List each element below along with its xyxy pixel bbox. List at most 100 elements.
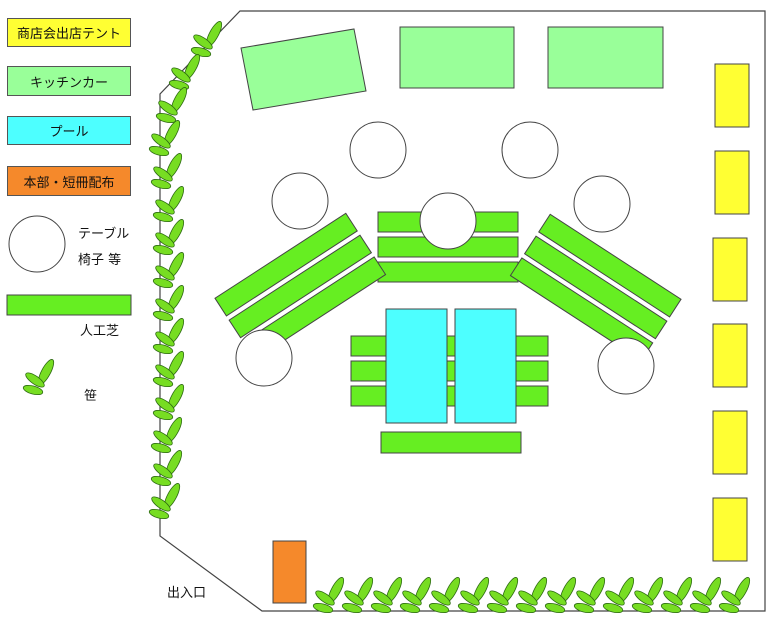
bamboo-leaf	[193, 34, 213, 50]
table	[271, 172, 329, 230]
legend-hq-label: 本部・短冊配布	[23, 175, 115, 191]
bamboo-leaf	[692, 590, 712, 606]
bamboo-leaf	[158, 100, 178, 116]
legend-tent-label: 商店会出店テント	[16, 27, 121, 42]
bamboo-leaf	[171, 67, 191, 83]
bamboo-leaf	[155, 265, 175, 281]
bamboo-leaf	[315, 590, 335, 606]
shop-tent	[714, 63, 750, 128]
bamboo-leaf	[341, 602, 363, 614]
bamboo-leaf	[152, 244, 174, 256]
turf-strip	[228, 234, 373, 339]
legend-kitchen-label: キッチンカー	[29, 75, 108, 91]
bamboo-leaf	[663, 590, 683, 606]
shop-tent	[712, 237, 748, 302]
bamboo-leaf	[150, 442, 172, 454]
bamboo-leaf	[605, 590, 625, 606]
shop-tent-row	[712, 63, 750, 562]
table-group	[235, 121, 655, 395]
bamboo-leaf	[634, 590, 654, 606]
bamboo-leaf	[573, 602, 595, 614]
pool-area	[385, 308, 517, 424]
bamboo-leaf	[152, 409, 174, 421]
legend-pool: プール	[7, 116, 131, 145]
kitchen-car	[399, 26, 515, 89]
bamboo-leaf	[576, 590, 596, 606]
table	[235, 329, 293, 387]
bamboo-leaf	[153, 463, 173, 479]
legend-kitchen: キッチンカー	[7, 66, 131, 96]
bamboo-leaf	[152, 310, 174, 322]
turf-strip	[350, 335, 549, 357]
shop-tent	[714, 150, 750, 215]
bamboo-leaf	[155, 298, 175, 314]
turf-strip	[350, 385, 549, 407]
shop-tent	[712, 323, 748, 388]
bamboo-leaf	[428, 602, 450, 614]
bamboo-leaf	[151, 133, 171, 149]
bamboo-leaf	[152, 211, 174, 223]
shop-tent	[712, 410, 748, 475]
legend-table-swatch	[8, 215, 66, 273]
turf-strip	[538, 213, 682, 318]
pool	[385, 308, 448, 424]
turf-strip	[377, 261, 519, 283]
entrance-label: 出入口	[167, 586, 207, 601]
hq-booth	[272, 540, 307, 604]
bamboo-leaf	[370, 602, 392, 614]
bamboo-leaf	[631, 602, 653, 614]
table	[349, 121, 407, 179]
table	[597, 337, 655, 395]
bamboo-leaf	[152, 343, 174, 355]
legend-bamboo-label: 笹	[84, 389, 98, 404]
bamboo-leaf	[457, 602, 479, 614]
bamboo-leaf	[155, 232, 175, 248]
bamboo-leaf	[660, 602, 682, 614]
bamboo-leaf	[431, 590, 451, 606]
bamboo-leaf	[518, 590, 538, 606]
pool	[454, 308, 517, 424]
table	[501, 121, 559, 179]
bamboo-leaf	[148, 508, 170, 520]
bamboo-leaf	[155, 199, 175, 215]
bamboo-layer	[22, 21, 751, 614]
bamboo-leaf	[544, 602, 566, 614]
bamboo-leaf	[721, 590, 741, 606]
legend-table-label-2: 椅子 等	[78, 253, 122, 268]
bamboo-leaf	[155, 364, 175, 380]
bamboo-leaf	[150, 475, 172, 487]
turf-strip	[214, 212, 358, 317]
shop-tent	[712, 497, 748, 562]
table	[419, 192, 477, 250]
kitchen-car	[240, 28, 367, 111]
bamboo-leaf	[344, 590, 364, 606]
bamboo-leaf	[312, 602, 334, 614]
table	[573, 175, 631, 233]
legend-turf-swatch	[6, 294, 132, 316]
turf-strip	[380, 431, 522, 454]
bamboo-leaf	[689, 602, 711, 614]
bamboo-leaf	[155, 397, 175, 413]
legend-turf-label: 人工芝	[80, 324, 120, 339]
bamboo-leaf	[22, 384, 44, 396]
legend-hq: 本部・短冊配布	[7, 166, 131, 196]
turf-strip	[350, 360, 549, 382]
bamboo-leaf	[155, 331, 175, 347]
turf-strip	[523, 235, 668, 340]
bamboo-leaf	[460, 590, 480, 606]
bamboo-leaf	[148, 145, 170, 157]
bamboo-leaf	[489, 590, 509, 606]
bamboo-leaf	[153, 430, 173, 446]
bamboo-leaf	[486, 602, 508, 614]
legend-pool-label: プール	[49, 125, 89, 140]
bamboo-leaf	[25, 372, 45, 388]
bamboo-leaf	[152, 277, 174, 289]
bamboo-leaf	[399, 602, 421, 614]
bamboo-leaf	[373, 590, 393, 606]
bamboo-leaf	[150, 178, 172, 190]
legend-tent: 商店会出店テント	[7, 18, 131, 47]
kitchen-car	[547, 26, 664, 89]
bamboo-leaf	[152, 376, 174, 388]
bamboo-leaf	[515, 602, 537, 614]
